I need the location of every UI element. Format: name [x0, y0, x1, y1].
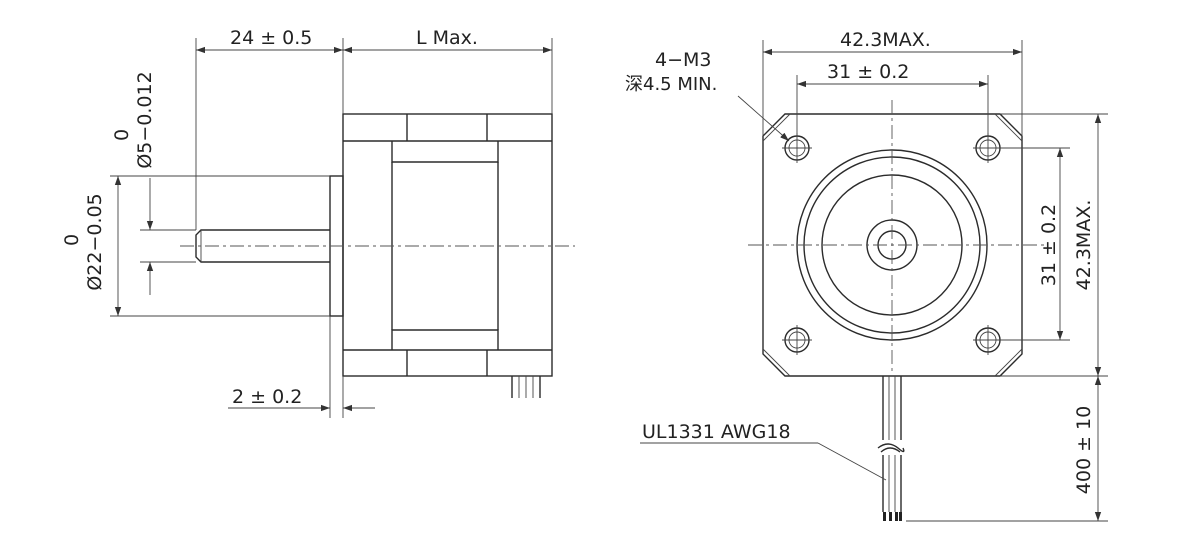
motor-body-outline [342, 113, 553, 377]
side-view: 24 ± 0.5 L Max. 0 Ø5−0.012 0 Ø22−0.05 2 … [61, 27, 575, 418]
front-view: 42.3MAX. 31 ± 0.2 4−M3 深4.5 MIN. 31 ± 0.… [625, 29, 1108, 522]
svg-text:0: 0 [111, 129, 133, 141]
shaft-length-dim: 24 ± 0.5 [230, 27, 312, 49]
wire-spec: UL1331 AWG18 [642, 421, 791, 443]
hole-pitch-v-dim: 31 ± 0.2 [1038, 204, 1060, 286]
boss-diameter-dim: 0 Ø22−0.05 [61, 193, 106, 290]
overall-width-dim: 42.3MAX. [840, 29, 931, 51]
shaft-diameter-dim: 0 Ø5−0.012 [111, 71, 156, 168]
svg-text:Ø5−0.012: Ø5−0.012 [134, 71, 156, 168]
lead-wires [877, 376, 905, 521]
body-window-top [391, 141, 499, 163]
shaft [195, 229, 330, 263]
lead-length-dim: 400 ± 10 [1073, 406, 1095, 494]
body-length-dim: L Max. [416, 27, 478, 49]
hole-pitch-h-dim: 31 ± 0.2 [827, 61, 909, 83]
svg-text:0: 0 [61, 234, 83, 246]
body-window-bottom [391, 329, 499, 350]
screw-depth: 深4.5 MIN. [625, 74, 717, 95]
overall-height-dim: 42.3MAX. [1073, 200, 1095, 291]
screw-label: 4−M3 [655, 49, 712, 71]
svg-text:Ø22−0.05: Ø22−0.05 [84, 193, 106, 290]
boss-height-dim: 2 ± 0.2 [232, 386, 302, 408]
